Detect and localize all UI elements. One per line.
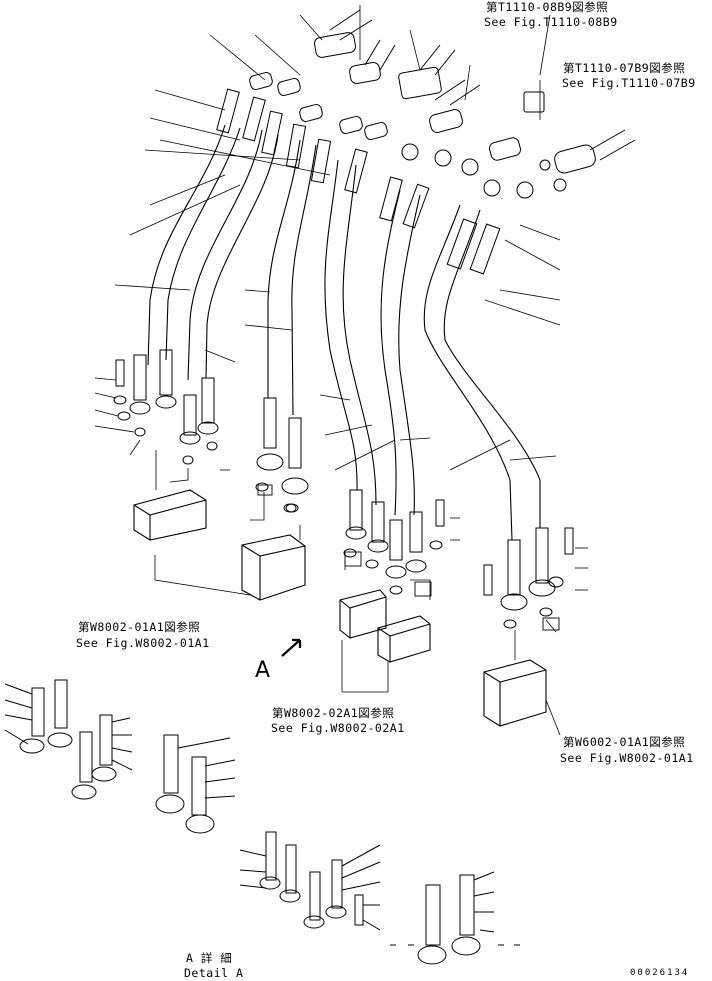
top-pipes <box>329 9 636 161</box>
ref-t1110-08b9-jp: 第T1110-08B9図参照 <box>486 0 609 14</box>
view-arrow <box>281 638 302 657</box>
detail-a-group <box>4 679 520 965</box>
ref-w8002-02a1-en: See Fig.W8002-02A1 <box>271 721 405 735</box>
ref-w6002-01a1-en: See Fig.W8002-01A1 <box>560 751 694 765</box>
ref-t1110-08b9-en: See Fig.T1110-08B9 <box>484 15 618 29</box>
upper-ferrules <box>216 88 501 275</box>
lower-hose-ends <box>113 349 574 629</box>
ref-w8002-02a1-jp: 第W8002-02A1図参照 <box>272 706 395 720</box>
valve-blocks <box>133 489 547 727</box>
top-flanges <box>249 32 596 199</box>
ref-w8002-01a1-jp: 第W8002-01A1図参照 <box>78 620 201 634</box>
ref-w6002-01a1-jp: 第W6002-01A1図参照 <box>563 735 686 749</box>
ref-t1110-07b9-en: See Fig.T1110-07B9 <box>562 76 696 90</box>
ref-t1110-07b9-jp: 第T1110-07B9図参照 <box>563 61 686 75</box>
view-marker: A <box>255 658 271 683</box>
document-number: 00026134 <box>630 968 690 978</box>
small-parts <box>257 484 560 631</box>
ref-w8002-01a1-en: See Fig.W8002-01A1 <box>76 636 210 650</box>
detail-title-en: Detail A <box>184 966 244 980</box>
hose-bundle <box>147 124 541 541</box>
leader-lines <box>94 5 588 736</box>
detail-title-jp: A 詳 細 <box>186 951 233 965</box>
